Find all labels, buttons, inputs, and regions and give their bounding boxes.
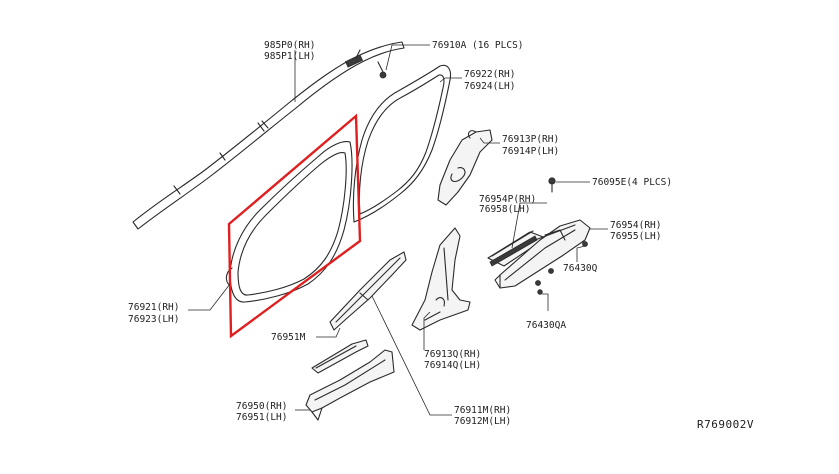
front-plate-part <box>311 339 369 374</box>
label-76924: 76924(LH) <box>464 81 515 92</box>
reference-code: R769002V <box>697 418 754 431</box>
label-76913p: 76913P(RH) <box>502 134 559 145</box>
label-76955: 76955(LH) <box>610 231 661 242</box>
b-pillar-upper-part <box>437 129 493 206</box>
clip-small-part <box>535 241 588 295</box>
label-76910a: 76910A (16 PLCS) <box>432 40 524 51</box>
clip-part <box>377 61 387 79</box>
label-76430qa: 76430QA <box>526 320 566 331</box>
label-985p0: 985P0(RH) <box>264 40 315 51</box>
rear-weatherstrip-part <box>352 64 452 223</box>
label-76954: 76954(RH) <box>610 220 661 231</box>
label-76095e: 76095E(4 PLCS) <box>592 177 672 188</box>
label-76913q: 76913Q(RH) <box>424 349 481 360</box>
label-76921: 76921(RH) <box>128 302 179 313</box>
b-pillar-lower-part <box>411 227 471 331</box>
label-76430q: 76430Q <box>563 263 598 274</box>
screw-part <box>548 177 556 193</box>
label-76951: 76951(LH) <box>236 412 287 423</box>
label-76914p: 76914P(LH) <box>502 146 559 157</box>
label-76923: 76923(LH) <box>128 314 179 325</box>
front-pillar-garnish-part <box>329 251 407 331</box>
label-76954p: 76954P(RH) <box>479 194 536 205</box>
front-weatherstrip-part <box>225 113 362 339</box>
sill-finisher-part <box>494 219 591 289</box>
highlight-box <box>227 113 362 339</box>
roof-airbag-part <box>132 41 405 230</box>
label-76951m: 76951M <box>271 332 306 343</box>
label-76922: 76922(RH) <box>464 69 515 80</box>
label-76914q: 76914Q(LH) <box>424 360 481 371</box>
label-76950: 76950(RH) <box>236 401 287 412</box>
label-985p1: 985P1(LH) <box>264 51 315 62</box>
leader-lines <box>188 44 608 416</box>
front-sill-part <box>305 349 395 421</box>
label-76958: 76958(LH) <box>479 204 530 215</box>
label-76912m: 76912M(LH) <box>454 416 511 427</box>
label-76911m: 76911M(RH) <box>454 405 511 416</box>
